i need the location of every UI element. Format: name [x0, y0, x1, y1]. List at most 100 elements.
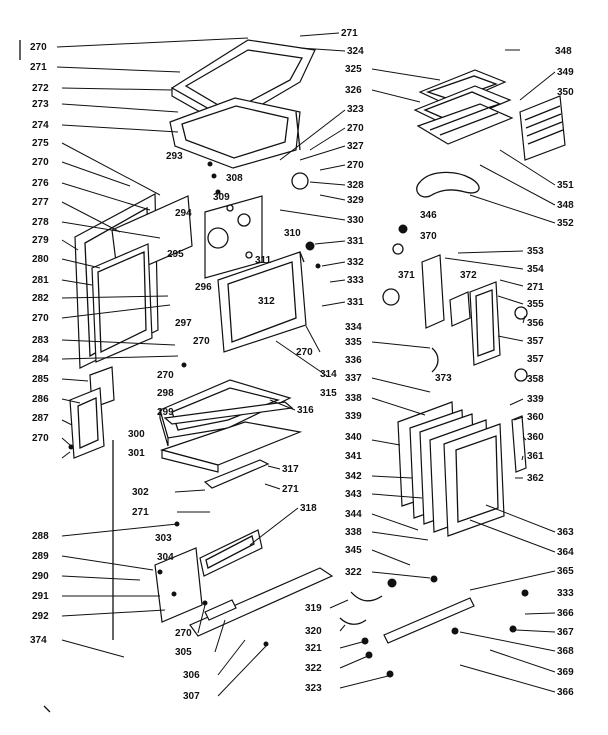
callout-label: 366	[557, 608, 574, 619]
callout-label: 314	[320, 369, 337, 380]
callout-label: 339	[527, 394, 544, 405]
callout-label: 271	[30, 62, 47, 73]
callout-label: 358	[527, 374, 544, 385]
callout-label: 275	[32, 138, 49, 149]
callout-label: 270	[193, 336, 210, 347]
callout-label: 368	[557, 646, 574, 657]
callout-label: 331	[347, 297, 364, 308]
callout-label: 283	[32, 335, 49, 346]
callout-label: 296	[195, 282, 212, 293]
callout-label: 271	[527, 282, 544, 293]
callout-label: 341	[345, 451, 362, 462]
callout-label: 317	[282, 464, 299, 475]
callout-label: 327	[347, 141, 364, 152]
callout-label: 343	[345, 489, 362, 500]
callout-label: 361	[527, 451, 544, 462]
callout-label: 280	[32, 254, 49, 265]
callout-label: 287	[32, 413, 49, 424]
callout-label: 328	[347, 180, 364, 191]
callout-label: 342	[345, 471, 362, 482]
callout-label: 362	[527, 473, 544, 484]
callout-label: 360	[527, 432, 544, 443]
callout-label: 295	[167, 249, 184, 260]
callout-label: 284	[32, 354, 49, 365]
callout-label: 336	[345, 355, 362, 366]
callout-label: 300	[128, 429, 145, 440]
callout-label: 333	[557, 588, 574, 599]
callout-label: 298	[157, 388, 174, 399]
callout-label: 366	[557, 687, 574, 698]
callout-label: 310	[284, 228, 301, 239]
callout-label: 345	[345, 545, 362, 556]
callout-label: 357	[527, 336, 544, 347]
callout-label: 373	[435, 373, 452, 384]
callout-label: 352	[557, 218, 574, 229]
callout-label: 293	[166, 151, 183, 162]
callout-label: 281	[32, 275, 49, 286]
callout-label: 312	[258, 296, 275, 307]
callout-label: 332	[347, 257, 364, 268]
callout-label: 339	[345, 411, 362, 422]
callout-label: 350	[557, 87, 574, 98]
callout-label: 369	[557, 667, 574, 678]
callout-label: 370	[420, 231, 437, 242]
callout-label: 338	[345, 527, 362, 538]
callout-label: 315	[320, 388, 337, 399]
callout-label: 297	[175, 318, 192, 329]
callout-label: 277	[32, 197, 49, 208]
callout-label: 270	[157, 370, 174, 381]
callout-label: 348	[555, 46, 572, 57]
callout-label: 346	[420, 210, 437, 221]
callout-label: 301	[128, 448, 145, 459]
callout-label: 302	[132, 487, 149, 498]
callout-label: 372	[460, 270, 477, 281]
callout-label: 364	[557, 547, 574, 558]
callout-label: 308	[226, 173, 243, 184]
callout-label: 331	[347, 236, 364, 247]
callout-label: 348	[557, 200, 574, 211]
callout-label: 323	[347, 104, 364, 115]
callout-label: 325	[345, 64, 362, 75]
callout-label: 363	[557, 527, 574, 538]
callout-label: 335	[345, 337, 362, 348]
callout-label: 321	[305, 643, 322, 654]
callout-label: 360	[527, 412, 544, 423]
callout-label: 286	[32, 394, 49, 405]
callout-label: 316	[297, 405, 314, 416]
callout-label: 306	[183, 670, 200, 681]
callout-label: 273	[32, 99, 49, 110]
callout-label: 324	[347, 46, 364, 57]
callout-label: 299	[157, 407, 174, 418]
callout-label: 272	[32, 83, 49, 94]
callout-label: 307	[183, 691, 200, 702]
callout-label: 271	[282, 484, 299, 495]
callout-label: 365	[557, 566, 574, 577]
callout-label: 353	[527, 246, 544, 257]
callout-label: 303	[155, 533, 172, 544]
callout-label: 323	[305, 683, 322, 694]
callout-label: 282	[32, 293, 49, 304]
callout-label: 351	[557, 180, 574, 191]
callout-label: 270	[175, 628, 192, 639]
callout-label: 276	[32, 178, 49, 189]
callout-label: 292	[32, 611, 49, 622]
callout-label: 311	[255, 255, 272, 266]
callout-label: 290	[32, 571, 49, 582]
callout-label: 318	[300, 503, 317, 514]
parts-drawing	[19, 39, 566, 713]
callout-label: 278	[32, 217, 49, 228]
callout-label: 294	[175, 208, 192, 219]
callout-label: 270	[30, 42, 47, 53]
callout-label: 288	[32, 531, 49, 542]
callout-label: 340	[345, 432, 362, 443]
callout-label: 319	[305, 603, 322, 614]
callout-label: 355	[527, 299, 544, 310]
callout-label: 357	[527, 354, 544, 365]
callout-label: 349	[557, 67, 574, 78]
callout-label: 337	[345, 373, 362, 384]
callout-label: 371	[398, 270, 415, 281]
callout-labels: 270 271 324 271 325 348 349 272 326 350 …	[30, 28, 574, 702]
callout-label: 354	[527, 264, 544, 275]
callout-label: 356	[527, 318, 544, 329]
